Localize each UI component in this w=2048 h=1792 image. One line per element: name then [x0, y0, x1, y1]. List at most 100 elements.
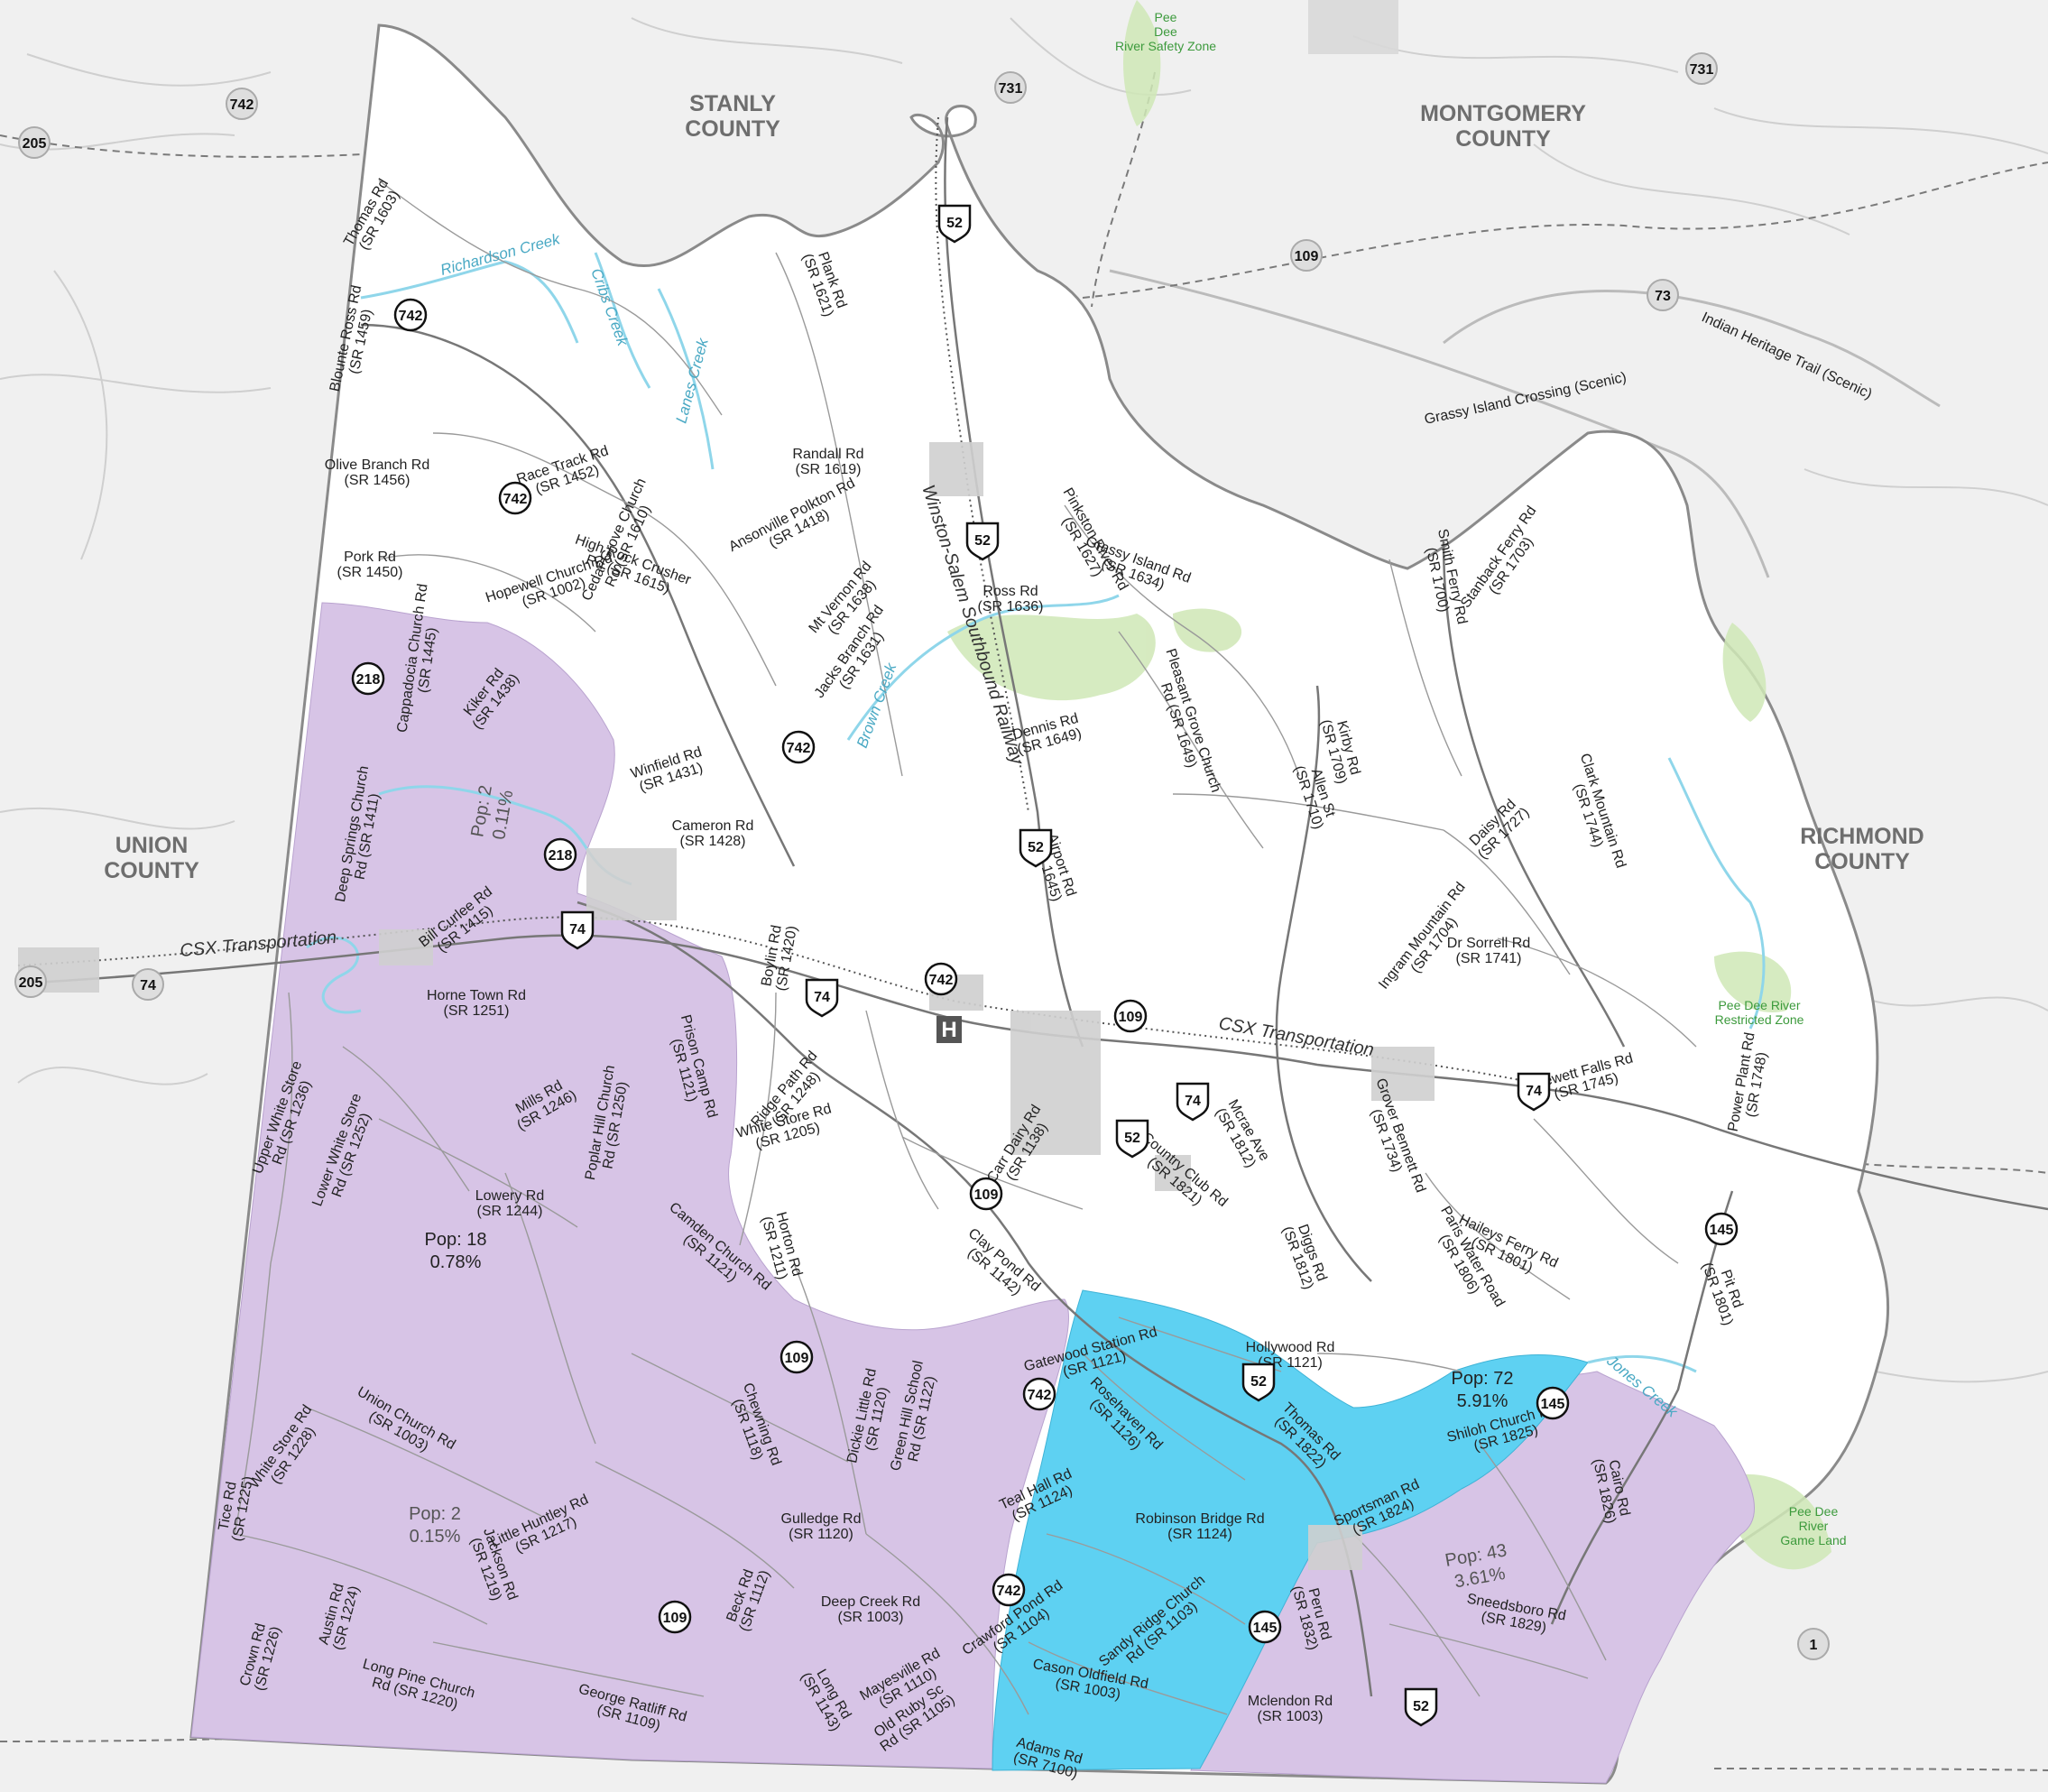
route-shield: 205 [14, 965, 47, 998]
road-label: Deep Creek Rd(SR 1003) [821, 1594, 920, 1625]
route-shield: 109 [1113, 999, 1148, 1033]
route-shield: 145 [1248, 1610, 1282, 1644]
svg-text:109: 109 [974, 1187, 999, 1203]
route-shield: 109 [969, 1177, 1003, 1211]
zone-nw-pop: Pop: 20.11% [467, 784, 517, 843]
svg-text:742: 742 [787, 741, 811, 756]
svg-text:742: 742 [1028, 1388, 1052, 1403]
route-shield: 1 [1797, 1628, 1830, 1660]
route-shield: 74 [1176, 1082, 1210, 1122]
svg-text:52: 52 [1413, 1699, 1429, 1714]
svg-text:205: 205 [19, 975, 43, 991]
route-shield: 145 [1536, 1386, 1570, 1420]
route-shield: 145 [1704, 1212, 1739, 1246]
svg-text:74: 74 [814, 990, 830, 1005]
road-label: Cameron Rd(SR 1428) [672, 818, 754, 849]
svg-text:218: 218 [356, 672, 381, 688]
svg-text:742: 742 [399, 309, 423, 324]
svg-text:145: 145 [1710, 1223, 1734, 1238]
route-shield: 74 [132, 968, 164, 1001]
route-shield: 52 [1115, 1119, 1149, 1159]
road-label: Olive Branch Rd(SR 1456) [325, 457, 430, 488]
route-shield: 742 [498, 481, 532, 515]
railways [17, 116, 1535, 1084]
road-label: Mclendon Rd(SR 1003) [1248, 1694, 1333, 1724]
road-label: Ross Rd(SR 1636) [978, 584, 1044, 614]
route-shield: 73 [1647, 279, 1679, 311]
route-shield: 742 [1022, 1377, 1056, 1411]
route-shield: 74 [805, 978, 839, 1018]
road-label: Dr Sorrell Rd(SR 1741) [1447, 936, 1530, 966]
svg-text:52: 52 [946, 216, 963, 231]
svg-text:205: 205 [23, 136, 47, 152]
svg-text:109: 109 [663, 1611, 687, 1626]
svg-text:74: 74 [569, 922, 586, 938]
route-shield: 52 [1404, 1687, 1438, 1727]
road-label: Gulledge Rd(SR 1120) [781, 1511, 862, 1542]
svg-text:742: 742 [929, 973, 954, 988]
route-shield: 205 [18, 126, 51, 159]
svg-text:742: 742 [997, 1584, 1021, 1599]
route-shield: 731 [994, 71, 1027, 104]
hospital-icon: H [936, 1016, 962, 1043]
svg-text:731: 731 [999, 81, 1023, 97]
svg-text:731: 731 [1690, 62, 1714, 78]
svg-text:145: 145 [1541, 1397, 1565, 1412]
svg-text:52: 52 [1124, 1131, 1140, 1146]
road-label: Randall Rd(SR 1619) [792, 447, 863, 477]
svg-text:74: 74 [1185, 1094, 1201, 1109]
svg-text:742: 742 [503, 492, 528, 507]
route-shield: 109 [780, 1340, 814, 1374]
svg-text:742: 742 [230, 97, 254, 113]
creeks [306, 252, 1766, 1373]
road-label: Pork Rd(SR 1450) [337, 550, 403, 580]
svg-text:52: 52 [974, 533, 991, 549]
svg-text:52: 52 [1250, 1374, 1267, 1390]
route-shield: 74 [1517, 1072, 1551, 1112]
route-shield: 742 [393, 298, 428, 332]
svg-text:218: 218 [549, 848, 573, 864]
svg-text:1: 1 [1810, 1638, 1818, 1653]
svg-text:74: 74 [1526, 1084, 1542, 1099]
road-label: Lowery Rd(SR 1244) [475, 1188, 544, 1219]
route-shield: 52 [965, 522, 1000, 561]
zone-purple-west [190, 602, 1070, 1769]
route-shield: 109 [1290, 239, 1323, 272]
svg-text:109: 109 [785, 1351, 809, 1366]
scenic-routes [1109, 269, 1941, 578]
route-shield: 218 [543, 837, 577, 872]
route-shield: 218 [351, 661, 385, 696]
svg-text:109: 109 [1295, 249, 1319, 264]
route-shield: 52 [937, 204, 972, 244]
route-shield: 109 [658, 1600, 692, 1634]
route-shield: 742 [781, 730, 816, 764]
road-label: Robinson Bridge Rd(SR 1124) [1135, 1511, 1264, 1542]
route-shield: 742 [924, 962, 958, 996]
svg-text:H: H [941, 1018, 956, 1042]
svg-text:52: 52 [1028, 840, 1044, 855]
road-label: Horne Town Rd(SR 1251) [427, 988, 526, 1019]
minor-roads [234, 180, 1697, 1715]
svg-text:73: 73 [1655, 289, 1671, 304]
route-shield: 52 [1241, 1362, 1276, 1402]
route-shield: 52 [1019, 828, 1053, 868]
route-shield: 731 [1685, 52, 1718, 85]
route-shield: 742 [226, 88, 258, 120]
svg-text:145: 145 [1253, 1621, 1278, 1636]
route-shield: 742 [992, 1573, 1026, 1607]
svg-text:74: 74 [140, 978, 156, 993]
svg-text:109: 109 [1119, 1010, 1143, 1025]
